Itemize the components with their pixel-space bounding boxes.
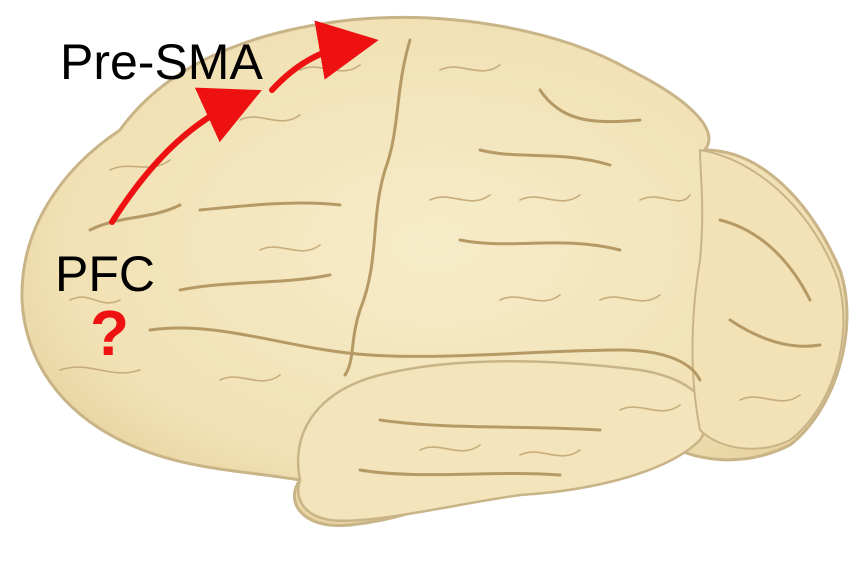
brain-occipital-lobe bbox=[693, 150, 844, 449]
question-mark-label: ? bbox=[90, 301, 129, 365]
pfc-label: PFC bbox=[55, 249, 155, 299]
brain-temporal-lobe bbox=[298, 361, 707, 521]
pre-sma-label: Pre-SMA bbox=[60, 37, 263, 87]
